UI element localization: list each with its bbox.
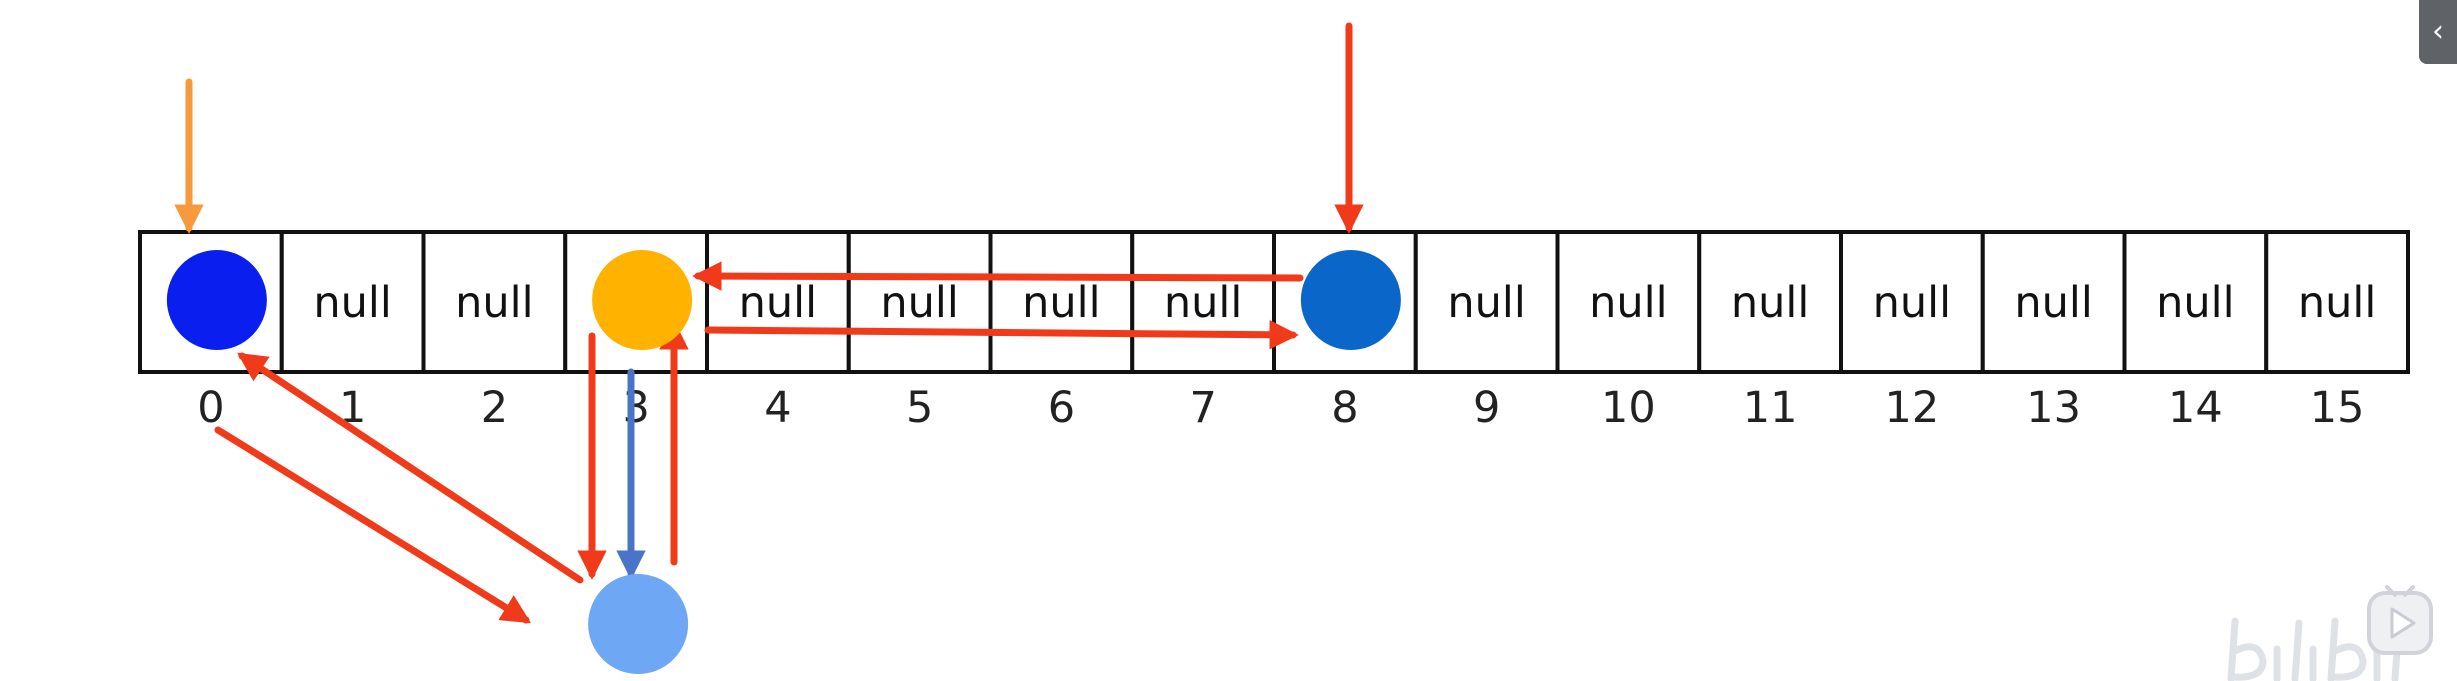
red-arrow-8-to-3 — [692, 261, 1304, 291]
cell-null-label: null — [880, 278, 958, 328]
cell-null-label: null — [1164, 278, 1242, 328]
array-cell — [1130, 230, 1276, 374]
array-cell — [1839, 230, 1985, 374]
red-arrow-3-to-8 — [704, 320, 1299, 350]
array-cell — [2264, 230, 2410, 374]
cell-null-label: null — [2298, 278, 2376, 328]
array-cell — [705, 230, 851, 374]
cell-null-label: null — [1447, 278, 1525, 328]
cell-index-label: 0 — [197, 383, 224, 433]
cell-index-label: 9 — [1473, 383, 1500, 433]
cell-index-label: 15 — [2310, 383, 2365, 433]
bilibili-watermark-icon — [2227, 585, 2433, 681]
cell-index-label: 4 — [764, 383, 791, 433]
cell-index-label: 8 — [1331, 383, 1358, 433]
node-chain-circle — [588, 574, 689, 674]
node-3-circle — [592, 250, 693, 350]
array-cell — [1980, 230, 2127, 374]
play-icon — [2367, 585, 2433, 655]
array-cell — [279, 230, 426, 374]
cell-index-label: 10 — [1601, 383, 1656, 433]
array-cell — [1413, 230, 1560, 374]
array-cell — [988, 230, 1135, 374]
collapse-panel-button[interactable]: ‹ — [2419, 0, 2457, 64]
cell-null-label: null — [1022, 278, 1100, 328]
cell-index-label: 13 — [2026, 383, 2081, 433]
cell-null-label: null — [1873, 278, 1951, 328]
cell-index-label: 6 — [1048, 383, 1075, 433]
cell-index-label: 7 — [1189, 383, 1216, 433]
array-cell — [1697, 230, 1843, 374]
cell-null-label: null — [1589, 278, 1667, 328]
node-8-circle — [1300, 250, 1401, 350]
cell-index-label: 2 — [481, 383, 508, 433]
cell-index-label: 11 — [1743, 383, 1798, 433]
cell-null-label: null — [2014, 278, 2092, 328]
node-0-circle — [166, 250, 267, 350]
red-arrow-0-to-chain — [214, 426, 532, 624]
cell-index-label: 5 — [906, 383, 933, 433]
cell-null-label: null — [455, 278, 533, 328]
chevron-left-icon: ‹ — [2432, 14, 2444, 49]
nodes — [166, 250, 1401, 674]
cell-null-label: null — [2156, 278, 2234, 328]
cell-null-label: null — [739, 278, 817, 328]
array-cells: null null null null null null null null null null… — [138, 230, 2410, 374]
cell-index-label: 3 — [622, 383, 649, 433]
cell-index-label: 12 — [1885, 383, 1940, 433]
red-arrow-chain-to-0 — [237, 352, 584, 584]
cell-null-label: null — [1731, 278, 1809, 328]
cell-null-label: null — [313, 278, 391, 328]
arrows — [174, 22, 1364, 624]
cell-index-label: 14 — [2168, 383, 2223, 433]
array-cell — [846, 230, 993, 374]
array-cell — [421, 230, 568, 374]
